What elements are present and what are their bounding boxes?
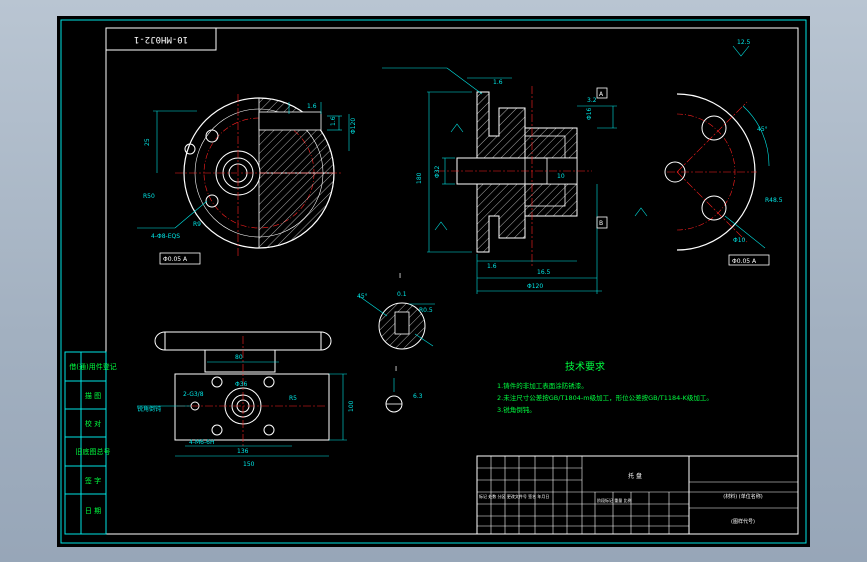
side-label-2: 校 对 — [85, 419, 101, 428]
bot-w2: 136 — [237, 448, 249, 455]
rough-mark-1: 12.5 — [737, 39, 751, 46]
bottom-view: 80 136 150 100 Φ36 4-M6-6H 2-G3/8 R5 锐角倒… — [137, 331, 355, 468]
side-label-5: 日 期 — [85, 507, 101, 515]
side-label-4: 签 字 — [85, 476, 101, 485]
drawing-canvas[interactable]: 10-MH0J2-1 借(通)用件登记 描 图 校 对 旧底图总号 签 字 日 … — [57, 16, 810, 547]
tech-note-2: 2.未注尺寸公差按GB/T1804-m级加工，形位公差按GB/T1184-K级加… — [497, 393, 713, 402]
right-d: Φ10 — [733, 237, 746, 244]
sec-top1: 1.6 — [493, 79, 503, 86]
bot-w3: 150 — [243, 461, 255, 468]
detail-label-2: I — [395, 365, 397, 373]
misc-dim: 6.3 — [413, 393, 423, 400]
sec-h-dim: 180 — [416, 172, 423, 184]
side-label-3: 旧底图总号 — [76, 447, 111, 456]
front-right-dim: 1.6 — [330, 116, 337, 126]
sec-w1: 10 — [557, 173, 565, 180]
detail-w: 0.1 — [397, 291, 407, 298]
bot-hole: 4-M6-6H — [189, 439, 214, 446]
side-label-0: 借(通)用件登记 — [69, 362, 116, 371]
tb-mid-right: 阶段标记 重量 比例 — [597, 497, 632, 503]
bot-thread: 2-G3/8 — [183, 391, 204, 398]
bot-h: 100 — [348, 400, 355, 412]
front-r9-dim: R9 — [193, 221, 201, 228]
detail-angle: 45° — [357, 293, 368, 300]
sec-datum-a: A — [599, 91, 604, 98]
part-number-box: 10-MH0J2-1 — [105, 27, 217, 51]
detail-r: R0.5 — [419, 307, 433, 314]
tech-title: 技术要求 — [565, 360, 605, 373]
bot-r: R5 — [289, 395, 297, 402]
part-number-text: 10-MH0J2-1 — [134, 34, 188, 44]
sec-top2: 3.2 — [587, 97, 597, 104]
tb-company: (材料) (单位名称) — [723, 493, 762, 500]
inner-frame — [105, 27, 799, 535]
right-r: R48.5 — [765, 197, 783, 204]
sec-phi2: Φ16 — [586, 107, 593, 120]
detail-label: I — [399, 272, 401, 280]
right-partial-view: 45° R48.5 Φ10 Φ0.05 A 12.5 — [664, 39, 783, 266]
sec-phi1: Φ32 — [434, 165, 441, 178]
front-left-dim: 25 — [144, 138, 151, 146]
side-label-column: 借(通)用件登记 描 图 校 对 旧底图总号 签 字 日 期 — [64, 351, 117, 535]
front-r-dim: R50 — [143, 193, 155, 200]
side-label-1: 描 图 — [85, 391, 101, 400]
tb-name: 托 盘 — [628, 472, 642, 480]
technical-requirements: 技术要求 1.铸件的非加工表面涂防锈漆。 2.未注尺寸公差按GB/T1804-m… — [497, 360, 713, 414]
engineering-drawing: 10-MH0J2-1 借(通)用件登记 描 图 校 对 旧底图总号 签 字 日 … — [60, 19, 807, 544]
bot-note: 锐角倒钝 — [137, 405, 161, 413]
section-view: 180 Φ32 1.6 3.2 Φ16 10 16.5 Φ120 1.6 B A — [382, 67, 648, 294]
front-hole-dim: 4-Φ8-EQS — [151, 233, 180, 240]
sec-datum: B — [599, 220, 603, 227]
front-phi-dim: Φ120 — [350, 118, 357, 134]
sec-w2: 16.5 — [537, 269, 551, 276]
right-angle: 45° — [757, 126, 768, 133]
outer-frame — [60, 19, 807, 544]
right-tol: Φ0.05 A — [732, 258, 757, 265]
tb-mid-left: 标记 处数 分区 更改文件号 签名 年月日 — [479, 493, 549, 499]
title-block: 托 盘 (材料) (单位名称) (图样代号) 标记 处数 分区 更改文件号 签名… — [476, 455, 799, 535]
tech-note-1: 1.铸件的非加工表面涂防锈漆。 — [497, 381, 588, 390]
front-view: 25 1.6 1.6 Φ120 R50 R9 4-Φ8-EQS Φ0.05 A — [137, 94, 357, 265]
bot-w1: 80 — [235, 354, 243, 361]
bot-phi: Φ36 — [235, 381, 248, 388]
sec-bottom: Φ120 — [527, 283, 543, 290]
detail-view: I 45° 0.1 R0.5 I 6.3 — [357, 272, 435, 413]
front-tol: Φ0.05 A — [163, 256, 188, 263]
front-top-dim: 1.6 — [307, 103, 317, 110]
sec-bot2: 1.6 — [487, 263, 497, 270]
tb-drawing-no: (图样代号) — [731, 518, 755, 525]
tech-note-3: 3.锐角倒钝。 — [497, 405, 536, 414]
